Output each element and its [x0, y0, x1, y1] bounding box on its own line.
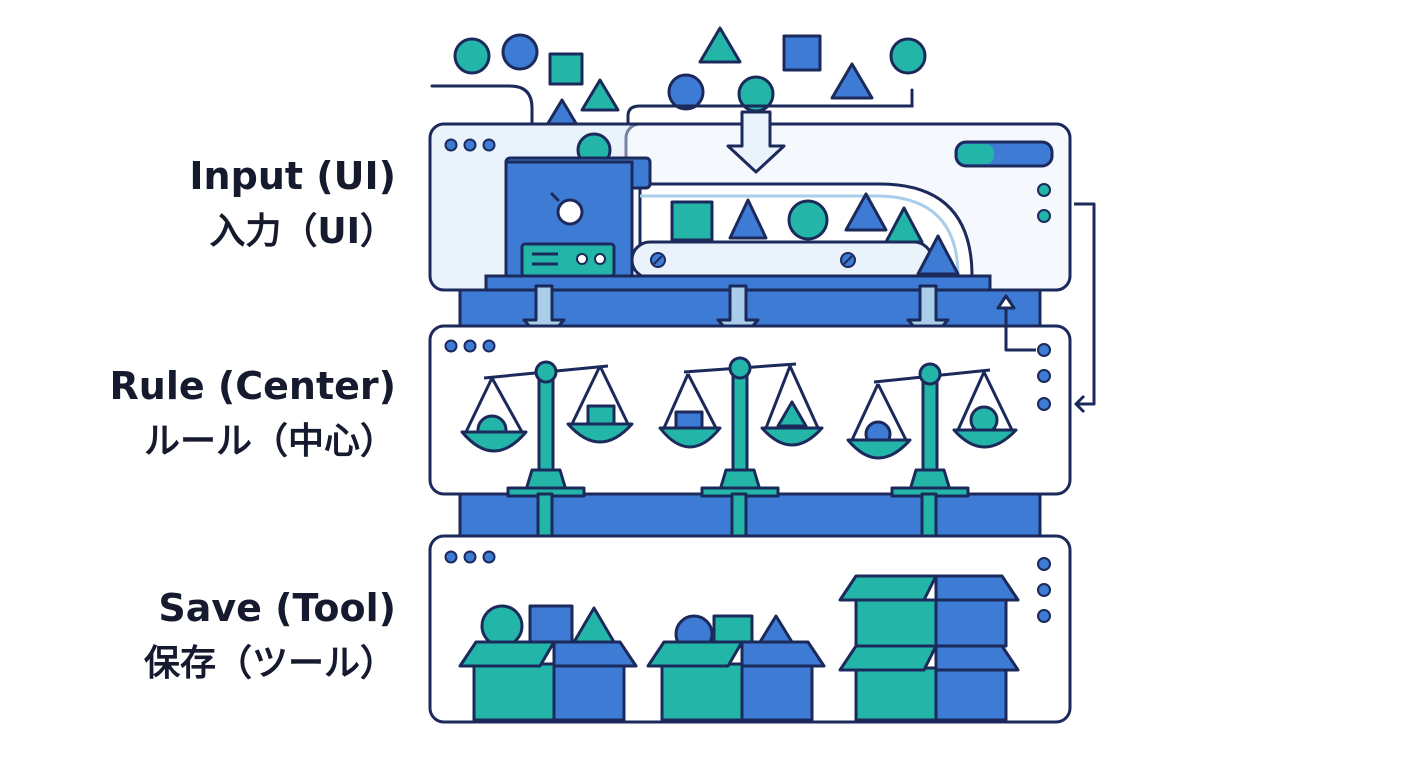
open-box-icon: [838, 574, 1020, 722]
open-box-icon: [646, 614, 826, 722]
balance-scale-icon: [658, 356, 824, 498]
triangle-shape: [698, 26, 742, 64]
triangle-shape: [884, 206, 924, 244]
input-panel: [428, 110, 1072, 292]
triangle-shape: [580, 78, 620, 112]
save-panel: [428, 534, 1072, 724]
triangle-shape: [844, 192, 888, 232]
layer-label-save: Save (Tool) 保存（ツール）: [144, 580, 396, 692]
square-shape: [782, 34, 822, 72]
layer-label-save-en: Save (Tool): [158, 586, 396, 630]
window-dots: [444, 138, 496, 152]
side-dots: [1037, 557, 1051, 623]
side-dots: [1037, 183, 1051, 223]
circle-shape: [787, 199, 829, 241]
layer-label-input-ja: 入力（UI）: [209, 211, 396, 252]
rule-panel: [428, 202, 1096, 498]
dial-icon: [550, 192, 584, 226]
open-box-icon: [458, 604, 638, 722]
balance-scale-icon: [846, 362, 1018, 498]
input-feed-lines: [430, 84, 914, 130]
arrow-up-icon: [996, 294, 1016, 310]
circle-shape: [501, 33, 539, 71]
balance-scale-icon: [460, 360, 634, 498]
conveyor-items: [670, 192, 960, 276]
window-dots: [444, 339, 496, 353]
layer-label-input-en: Input (UI): [189, 154, 396, 198]
triangle-shape: [728, 198, 768, 240]
square-shape: [670, 200, 714, 242]
triangle-shape: [916, 234, 960, 276]
square-shape: [548, 52, 584, 86]
circle-shape: [667, 73, 705, 111]
side-dots: [1037, 343, 1051, 411]
conveyor-belt: [630, 240, 934, 280]
arrow-down-icon: [726, 110, 786, 174]
toggle-switch: [954, 140, 1054, 168]
layer-label-rule-ja: ルール（中心）: [143, 421, 396, 462]
circle-shape: [889, 37, 927, 75]
layer-label-save-ja: 保存（ツール）: [143, 643, 396, 684]
layer-label-input: Input (UI) 入力（UI）: [189, 148, 396, 260]
circle-shape: [453, 37, 491, 75]
feedback-loop: [996, 202, 1096, 414]
layer-label-rule-en: Rule (Center): [109, 364, 396, 408]
triangle-shape: [830, 62, 874, 100]
processing-machine: [504, 132, 652, 282]
window-dots: [444, 550, 496, 564]
input-shapes: [453, 26, 927, 132]
layer-label-rule: Rule (Center) ルール（中心）: [110, 358, 396, 470]
